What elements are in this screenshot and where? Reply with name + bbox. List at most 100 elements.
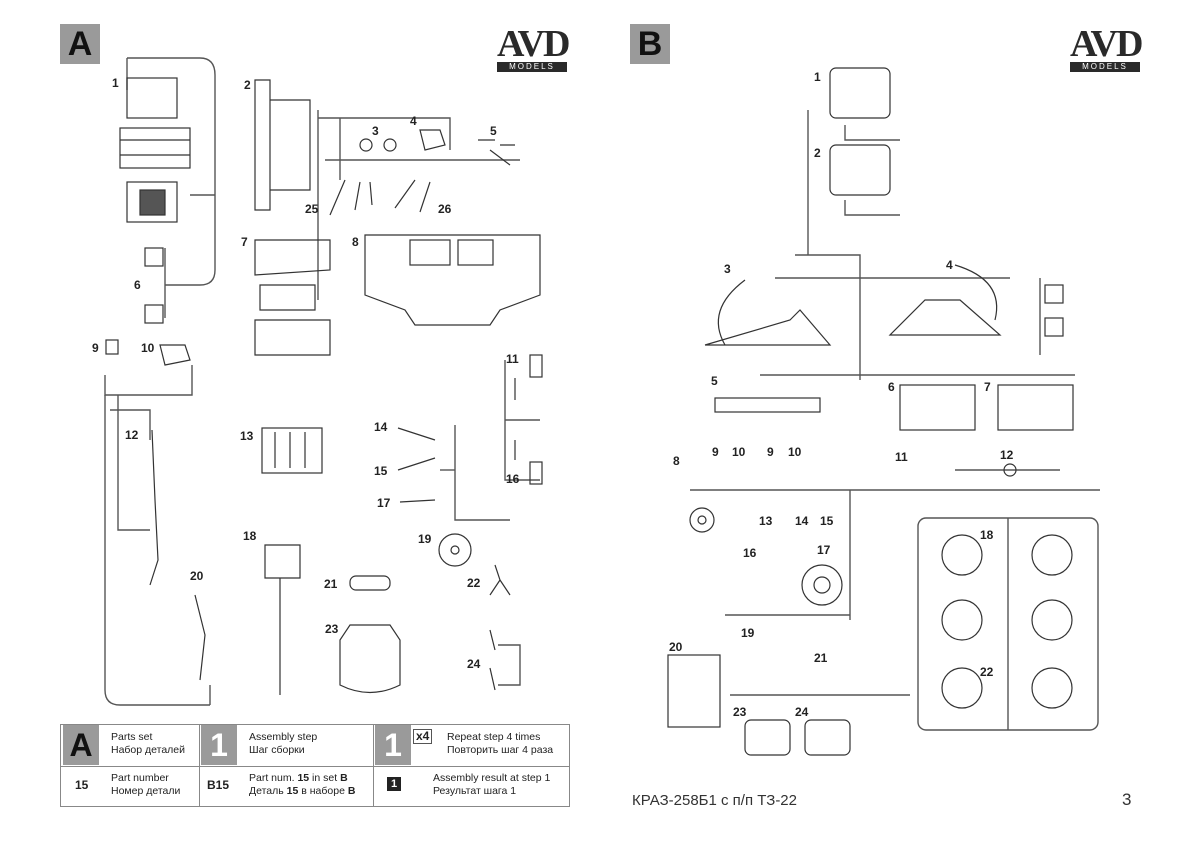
text-part: 15 — [286, 785, 299, 797]
part-a2-drawing — [254, 79, 311, 211]
part-a23-drawing — [339, 624, 401, 694]
repeat-step-ru: Повторить шаг 4 раза — [447, 744, 554, 756]
part-number: 5 — [490, 124, 497, 138]
parts-set-en: Parts set — [111, 731, 153, 743]
part-number: 13 — [759, 514, 773, 528]
text-part: Деталь — [249, 785, 287, 797]
part-in-set-ru: Деталь 15 в наборе B — [249, 785, 355, 798]
set-b-label: B — [630, 24, 670, 64]
part-number-symbol: 15 — [75, 778, 89, 792]
avd-logo-b: AVD MODELS — [1070, 23, 1143, 72]
model-title: КРАЗ-258Б1 с п/п ТЗ-22 — [632, 792, 797, 809]
avd-logo-a: AVD MODELS — [497, 25, 570, 72]
part-a1-drawing — [119, 77, 191, 223]
part-number: 16 — [743, 546, 757, 560]
page-number: 3 — [1122, 790, 1132, 809]
part-number: 17 — [817, 543, 831, 557]
part-number: 18 — [243, 529, 257, 543]
repeat-step-symbol: 1 — [375, 725, 411, 765]
legend-table: A Parts set Набор деталей 1 Assembly ste… — [60, 724, 570, 807]
legend-divider — [199, 725, 200, 806]
part-a21-drawing — [349, 575, 391, 591]
parts-set-ru: Набор деталей — [111, 744, 186, 756]
part-a7-drawing — [254, 239, 331, 356]
part-b3-drawing — [704, 279, 832, 346]
part-number: 16 — [506, 472, 520, 486]
part-number: 21 — [814, 651, 828, 665]
part-in-set-en: Part num. 15 in set B — [249, 772, 355, 785]
parts-set-text: Parts set Набор деталей — [111, 731, 185, 757]
part-number: 2 — [814, 146, 821, 160]
part-number: 9 — [767, 445, 774, 459]
part-number: 9 — [712, 445, 719, 459]
part-number: 2 — [244, 78, 251, 92]
part-number: 20 — [190, 569, 204, 583]
part-number: 7 — [241, 235, 248, 249]
part-number: 15 — [374, 464, 388, 478]
parts-a11-a16-drawing — [514, 354, 543, 485]
part-number: 11 — [895, 450, 908, 464]
part-number: 23 — [733, 705, 747, 719]
logo-sub: MODELS — [1070, 62, 1140, 72]
part-number: 21 — [324, 577, 338, 591]
part-b20-drawing — [667, 654, 721, 728]
part-a12-drawing — [149, 429, 159, 586]
part-a8-drawing — [364, 234, 541, 326]
part-number: 7 — [984, 380, 991, 394]
part-number: 10 — [141, 341, 155, 355]
part-number: 17 — [377, 496, 391, 510]
assembly-result-text: Assembly result at step 1 Результат шага… — [433, 772, 550, 798]
logo-brand: AVD — [1070, 23, 1143, 65]
assembly-result-symbol: 1 — [387, 777, 401, 791]
part-number: 12 — [125, 428, 139, 442]
parts-a3-a4-a5-drawing — [359, 129, 515, 166]
part-number: 3 — [372, 124, 379, 138]
wheels-b18-b22-drawing — [941, 534, 1073, 709]
part-a20-drawing — [194, 594, 206, 681]
assembly-step-text: Assembly step Шаг сборки — [249, 731, 317, 757]
part-number: 8 — [673, 454, 680, 468]
part-number: 20 — [669, 640, 683, 654]
part-number: 13 — [240, 429, 254, 443]
part-number: 26 — [438, 202, 452, 216]
part-number: 18 — [980, 528, 994, 542]
text-part: Part num. — [249, 772, 298, 784]
part-number: 6 — [888, 380, 895, 394]
part-number: 14 — [795, 514, 809, 528]
sprue-b-frame — [690, 110, 1100, 731]
parts-b6-b7-drawing — [899, 384, 1074, 431]
repeat-step-en: Repeat step 4 times — [447, 731, 541, 743]
assembly-result-ru: Результат шага 1 — [433, 785, 517, 797]
parts-a9-a10-drawing — [105, 339, 191, 366]
repeat-step-text: Repeat step 4 times Повторить шаг 4 раза — [447, 731, 553, 757]
parts-a14-a15-a17-drawing — [397, 427, 436, 503]
parts-b23-b24-drawing — [744, 719, 851, 756]
repeat-multiplier: x4 — [413, 729, 433, 744]
part-a19-drawing — [438, 533, 472, 567]
parts-set-symbol: A — [63, 725, 99, 765]
part-number: 4 — [946, 258, 953, 272]
sprue-a-frame — [104, 57, 540, 706]
part-number: 1 — [112, 76, 119, 90]
assembly-step-ru: Шаг сборки — [249, 744, 305, 756]
part-b17-drawing — [801, 564, 843, 606]
set-a-label: A — [60, 24, 100, 64]
part-number: 19 — [418, 532, 432, 546]
part-number: 24 — [467, 657, 481, 671]
part-number: 6 — [134, 278, 141, 292]
part-b5-drawing — [714, 397, 821, 413]
parts-a25-a26-drawing — [329, 179, 431, 216]
text-part: в наборе — [298, 785, 348, 797]
part-a6-drawing — [144, 247, 164, 324]
part-number: 11 — [506, 352, 519, 366]
part-number: 22 — [467, 576, 481, 590]
part-a22-drawing — [489, 564, 511, 596]
part-number: 8 — [352, 235, 359, 249]
part-number: 22 — [980, 665, 994, 679]
part-b-sprue-tag — [1044, 284, 1064, 337]
assembly-step-symbol: 1 — [201, 725, 237, 765]
part-number-text: Part number Номер детали — [111, 772, 180, 798]
part-number: 3 — [724, 262, 731, 276]
